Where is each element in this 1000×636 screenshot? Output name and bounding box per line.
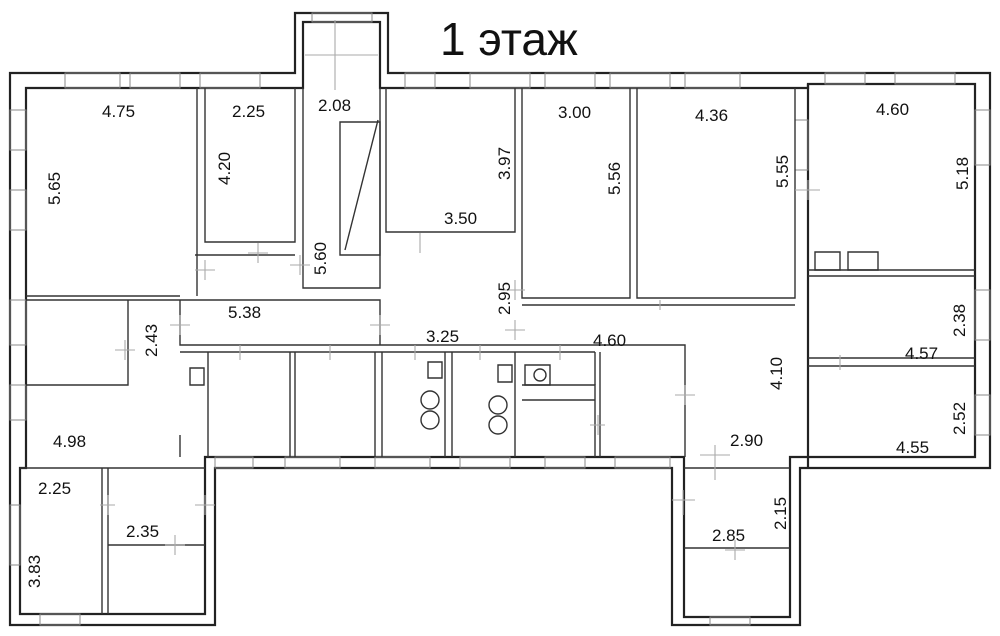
dim-r6-width: 4.60	[876, 100, 909, 119]
toilet-fixtures	[420, 361, 551, 435]
dim-rb1-height: 2.38	[950, 304, 969, 337]
dim-big-width: 2.90	[730, 431, 763, 450]
dim-r1-height: 5.65	[45, 172, 64, 205]
door-marks	[100, 20, 841, 560]
dim-r2-height: 4.20	[215, 152, 234, 185]
dim-r5-height: 5.55	[773, 155, 792, 188]
dim-r1-width: 4.75	[102, 102, 135, 121]
dim-stair-height: 5.60	[311, 242, 330, 275]
dim-hall-width: 3.25	[426, 327, 459, 346]
dim-hall-height: 2.95	[495, 282, 514, 315]
dim-big-height: 4.10	[767, 357, 786, 390]
dim-annex-right-height: 2.15	[771, 497, 790, 530]
floor-title: 1 этаж	[440, 13, 578, 65]
dim-r6-height: 5.18	[953, 157, 972, 190]
dim-r3-height: 3.97	[495, 147, 514, 180]
dim-annex-left-width: 2.25	[38, 479, 71, 498]
dim-r4-height: 5.56	[605, 162, 624, 195]
dim-annex-left2-width: 2.35	[126, 522, 159, 541]
dim-annex-left-height: 3.83	[25, 555, 44, 588]
bottom-windows	[39, 456, 751, 626]
dim-stair-width: 2.08	[318, 96, 351, 115]
dim-rb2-height: 2.52	[950, 402, 969, 435]
dim-annex-right-width: 2.85	[712, 526, 745, 545]
dim-wc-width: 4.60	[593, 331, 626, 350]
dim-corridor-width: 5.38	[228, 303, 261, 322]
dim-r4-width: 3.00	[558, 103, 591, 122]
interior-walls	[20, 88, 975, 614]
side-windows	[9, 109, 991, 566]
dim-corridor-height: 2.43	[142, 324, 161, 357]
dim-r2-width: 2.25	[232, 102, 265, 121]
dim-r3-width: 3.50	[444, 209, 477, 228]
dimension-labels: 4.75 5.65 2.25 4.20 2.08 5.60 3.97 3.50 …	[25, 96, 972, 588]
top-windows	[64, 12, 956, 89]
dim-rb2-width: 4.55	[896, 438, 929, 457]
dim-lower-width: 4.98	[53, 432, 86, 451]
dim-r5-width: 4.36	[695, 106, 728, 125]
dim-rb1-width: 4.57	[905, 344, 938, 363]
